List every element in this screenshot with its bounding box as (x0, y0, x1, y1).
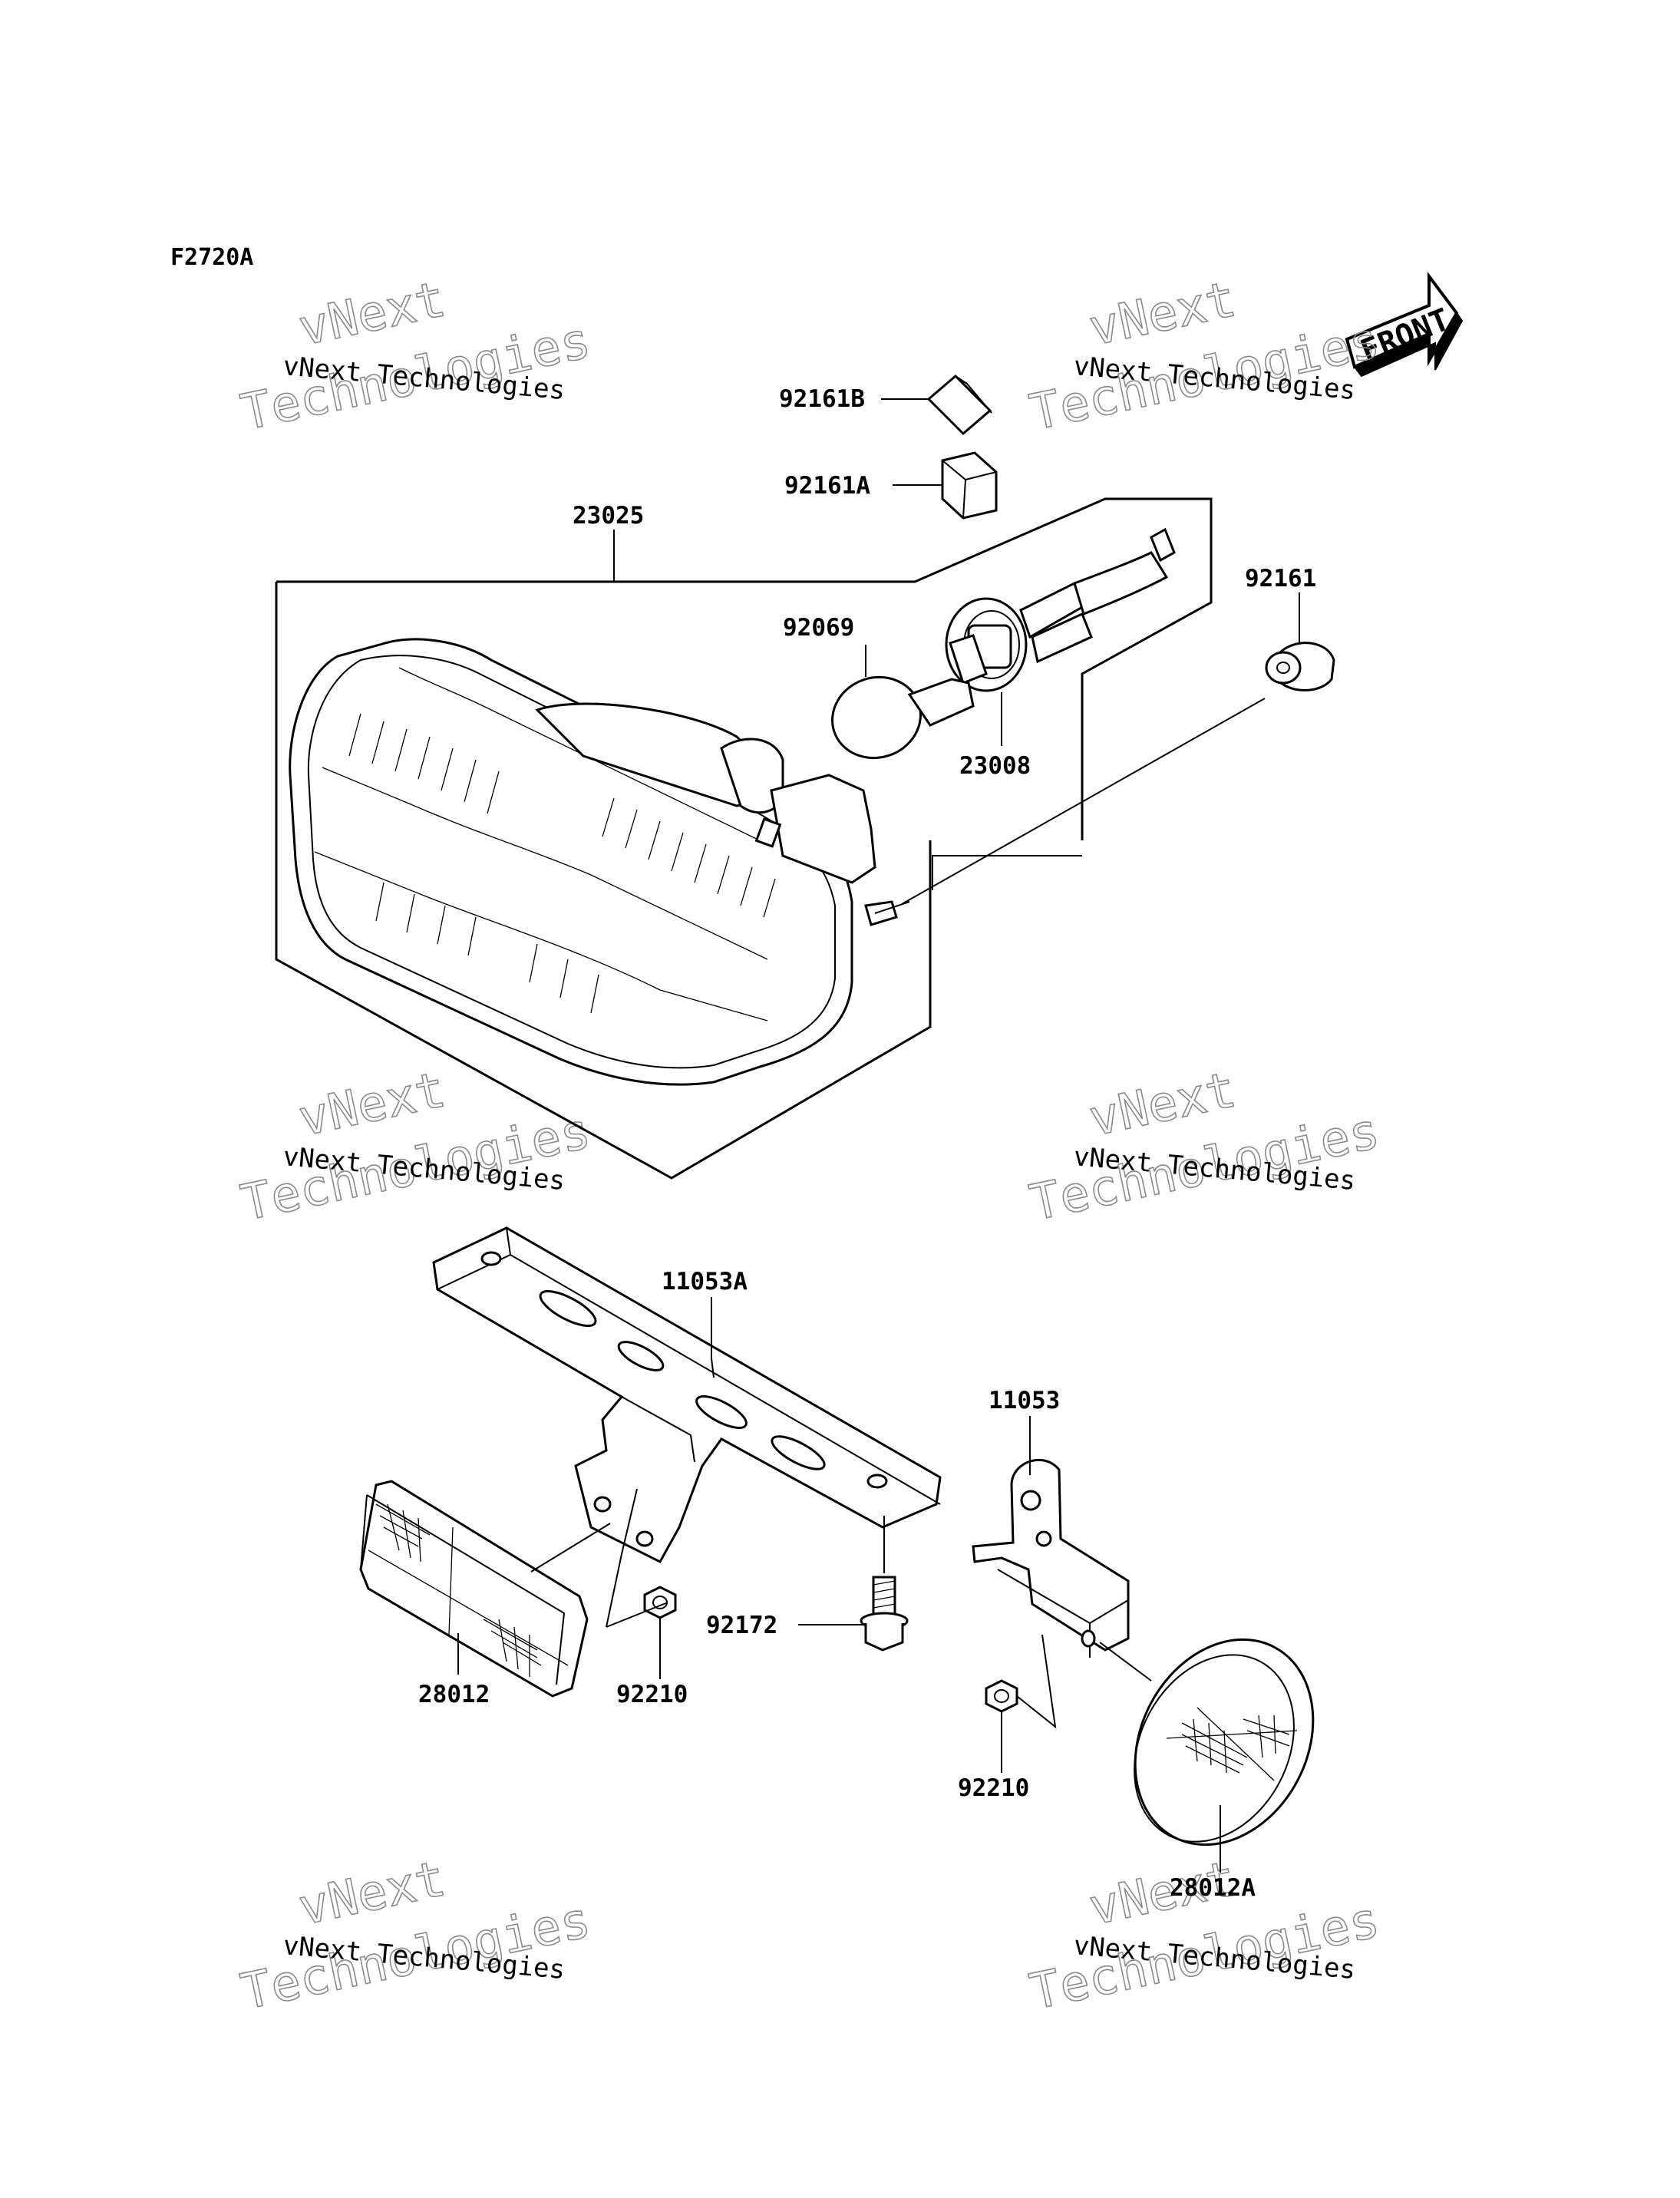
callout-11053: 11053 (989, 1387, 1060, 1414)
callout-92161b: 92161B (779, 385, 865, 413)
callout-11053a: 11053A (662, 1268, 748, 1295)
figure-code: F2720A (170, 244, 253, 271)
leader-reflector-right (1099, 1642, 1152, 1682)
callout-28012a: 28012A (1170, 1874, 1256, 1902)
watermark-bottom-left: vNext Technologies vNext Technologies (236, 1850, 596, 2021)
part-92161b (926, 374, 992, 436)
callout-92210-right: 92210 (958, 1774, 1029, 1802)
watermark-text: vNext (1084, 271, 1241, 357)
nut-92210-left (643, 1586, 677, 1619)
callout-92210-left: 92210 (616, 1681, 688, 1708)
reflector-28012 (359, 1480, 589, 1698)
bracket-11053 (972, 1458, 1130, 1658)
watermark-text: vNext (294, 271, 451, 357)
leader-nut-right (1016, 1634, 1057, 1729)
leader-11053a (711, 1297, 715, 1378)
leader-nut-left-v (606, 1488, 638, 1628)
bulb (831, 634, 988, 760)
callout-28012: 28012 (418, 1681, 490, 1708)
watermark-mid-left: vNext Technologies vNext Technologies (236, 1061, 596, 1233)
leader-nut-left (606, 1602, 668, 1628)
watermark-top-right: vNext Technologies vNext Technologies (1025, 270, 1385, 442)
callout-23025: 23025 (573, 502, 644, 530)
watermark-mid-right: vNext Technologies vNext Technologies (1025, 1061, 1385, 1233)
callout-23008: 23008 (959, 752, 1031, 780)
leader-reflector-stud (530, 1523, 611, 1573)
tail-lamp-assembly-outline (275, 582, 932, 1180)
watermark-text: vNext (294, 1061, 451, 1147)
leader-stud (901, 698, 1266, 905)
watermark-text: vNext (1084, 1061, 1241, 1147)
watermark-text: vNext (294, 1850, 451, 1936)
nut-92210-right (985, 1679, 1018, 1713)
grommet-92161 (1265, 642, 1335, 691)
callout-92161a: 92161A (784, 472, 870, 500)
callout-92172: 92172 (706, 1612, 777, 1639)
reflector-28012a (1134, 1638, 1315, 1847)
watermark-top-left: vNext Technologies vNext Technologies (236, 270, 596, 442)
tail-lamp-housing (289, 638, 910, 1086)
leader-stud-vert (932, 855, 1082, 890)
callout-92069: 92069 (783, 614, 854, 642)
tail-lamp-assembly-outline-top (276, 497, 1213, 840)
callout-92161: 92161 (1245, 565, 1316, 592)
part-92161a (941, 451, 998, 520)
bracket-11053a (432, 1226, 942, 1563)
bolt-92172 (860, 1576, 909, 1652)
